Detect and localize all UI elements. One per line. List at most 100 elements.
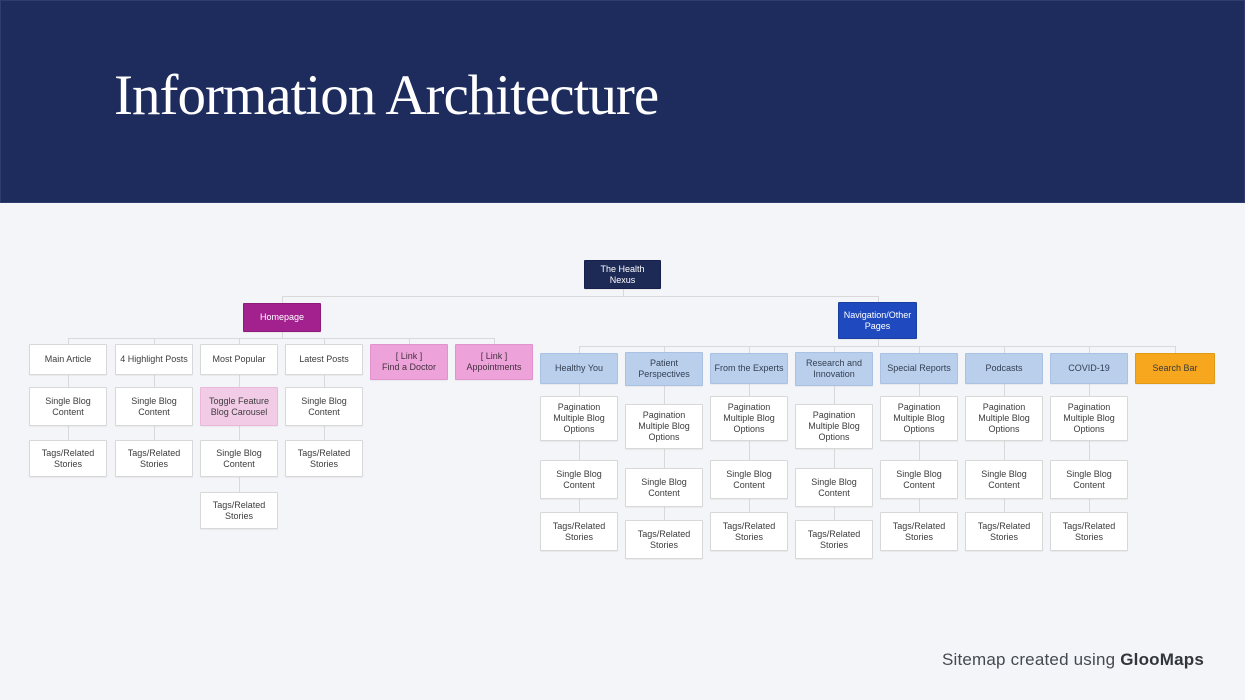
connector-line [834, 395, 835, 404]
connector-line [834, 507, 835, 514]
connector-line [579, 390, 580, 396]
sitemap-node-experts-tags[interactable]: Tags/Related Stories [710, 512, 788, 551]
connector-line [579, 499, 580, 506]
connector-line [68, 375, 69, 381]
connector-line [324, 433, 325, 440]
connector-line [239, 433, 240, 440]
sitemap-node-latest-tags[interactable]: Tags/Related Stories [285, 440, 363, 477]
connector-line [834, 449, 835, 459]
connector-line [749, 346, 879, 347]
sitemap-node-highlight-posts[interactable]: 4 Highlight Posts [115, 344, 193, 375]
connector-line [1004, 499, 1005, 506]
sitemap-node-most-popular[interactable]: Most Popular [200, 344, 278, 375]
sitemap-node-link-appointments[interactable]: [ Link ] Appointments [455, 344, 533, 380]
connector-line [68, 338, 69, 344]
sitemap-node-podcasts-tags[interactable]: Tags/Related Stories [965, 512, 1043, 551]
sitemap-node-from-experts[interactable]: From the Experts [710, 353, 788, 384]
connector-line [324, 338, 325, 344]
connector-line [1004, 390, 1005, 396]
connector-line [154, 433, 155, 440]
sitemap-node-main-article[interactable]: Main Article [29, 344, 107, 375]
header-banner: Information Architecture [0, 0, 1245, 203]
connector-line [579, 384, 580, 390]
sitemap-node-latest-posts[interactable]: Latest Posts [285, 344, 363, 375]
sitemap-node-highlight-single[interactable]: Single Blog Content [115, 387, 193, 426]
sitemap-node-main-article-tags[interactable]: Tags/Related Stories [29, 440, 107, 477]
connector-line [1089, 346, 1090, 353]
connector-line [324, 375, 325, 381]
connector-line [664, 395, 665, 404]
connector-line [1089, 390, 1090, 396]
sitemap-node-most-popular-single[interactable]: Single Blog Content [200, 440, 278, 477]
connector-line [834, 514, 835, 520]
connector-line [154, 338, 283, 339]
sitemap-node-podcasts-single[interactable]: Single Blog Content [965, 460, 1043, 499]
connector-line [282, 338, 495, 339]
sitemap-node-podcasts-pagination[interactable]: Pagination Multiple Blog Options [965, 396, 1043, 441]
connector-line [68, 381, 69, 387]
sitemap-node-research-innovation[interactable]: Research and Innovation [795, 352, 873, 386]
sitemap-node-highlight-tags[interactable]: Tags/Related Stories [115, 440, 193, 477]
connector-line [919, 384, 920, 390]
connector-line [1089, 499, 1090, 506]
sitemap-node-homepage[interactable]: Homepage [243, 303, 321, 332]
sitemap-node-most-popular-tags[interactable]: Tags/Related Stories [200, 492, 278, 529]
sitemap-node-latest-single[interactable]: Single Blog Content [285, 387, 363, 426]
sitemap-node-special-tags[interactable]: Tags/Related Stories [880, 512, 958, 551]
connector-line [878, 339, 879, 346]
sitemap-node-main-article-single[interactable]: Single Blog Content [29, 387, 107, 426]
connector-line [579, 346, 580, 353]
sitemap-node-covid-pagination[interactable]: Pagination Multiple Blog Options [1050, 396, 1128, 441]
connector-line [749, 499, 750, 506]
sitemap-node-covid-single[interactable]: Single Blog Content [1050, 460, 1128, 499]
connector-line [239, 426, 240, 433]
connector-line [1004, 451, 1005, 460]
connector-line [919, 451, 920, 460]
sitemap-node-link-find-doctor[interactable]: [ Link ] Find a Doctor [370, 344, 448, 380]
connector-line [878, 296, 879, 302]
connector-line [1004, 346, 1005, 353]
sitemap-node-toggle-carousel[interactable]: Toggle Feature Blog Carousel [200, 387, 278, 426]
connector-line [154, 338, 155, 344]
connector-line [749, 346, 750, 353]
sitemap-node-research-single[interactable]: Single Blog Content [795, 468, 873, 507]
sitemap-node-special-single[interactable]: Single Blog Content [880, 460, 958, 499]
connector-line [623, 289, 624, 296]
sitemap-node-research-pagination[interactable]: Pagination Multiple Blog Options [795, 404, 873, 449]
connector-line [1089, 384, 1090, 390]
sitemap-node-patient-perspectives[interactable]: Patient Perspectives [625, 352, 703, 386]
sitemap-node-patient-single[interactable]: Single Blog Content [625, 468, 703, 507]
sitemap-node-healthy-tags[interactable]: Tags/Related Stories [540, 512, 618, 551]
connector-line [749, 441, 750, 451]
sitemap-node-patient-tags[interactable]: Tags/Related Stories [625, 520, 703, 559]
sitemap-node-special-reports[interactable]: Special Reports [880, 353, 958, 384]
sitemap-node-covid-tags[interactable]: Tags/Related Stories [1050, 512, 1128, 551]
connector-line [749, 506, 750, 512]
sitemap-node-healthy-pagination[interactable]: Pagination Multiple Blog Options [540, 396, 618, 441]
connector-line [1175, 346, 1176, 353]
sitemap-node-experts-single[interactable]: Single Blog Content [710, 460, 788, 499]
sitemap-node-research-tags[interactable]: Tags/Related Stories [795, 520, 873, 559]
sitemap-node-podcasts[interactable]: Podcasts [965, 353, 1043, 384]
sitemap-node-experts-pagination[interactable]: Pagination Multiple Blog Options [710, 396, 788, 441]
connector-line [154, 381, 155, 387]
connector-line [919, 346, 920, 353]
sitemap-node-special-pagination[interactable]: Pagination Multiple Blog Options [880, 396, 958, 441]
connector-line [878, 346, 1176, 347]
connector-line [919, 499, 920, 506]
sitemap-node-healthy-you[interactable]: Healthy You [540, 353, 618, 384]
connector-line [834, 459, 835, 468]
connector-line [623, 296, 879, 297]
connector-line [834, 346, 835, 352]
sitemap-node-patient-pagination[interactable]: Pagination Multiple Blog Options [625, 404, 703, 449]
connector-line [834, 386, 835, 395]
connector-line [749, 384, 750, 390]
sitemap-node-covid19[interactable]: COVID-19 [1050, 353, 1128, 384]
sitemap-node-navigation[interactable]: Navigation/Other Pages [838, 302, 917, 339]
connector-line [154, 375, 155, 381]
connector-line [919, 506, 920, 512]
sitemap-node-health-nexus[interactable]: The Health Nexus [584, 260, 661, 289]
connector-line [239, 477, 240, 485]
sitemap-node-healthy-single[interactable]: Single Blog Content [540, 460, 618, 499]
sitemap-node-search-bar[interactable]: Search Bar [1135, 353, 1215, 384]
